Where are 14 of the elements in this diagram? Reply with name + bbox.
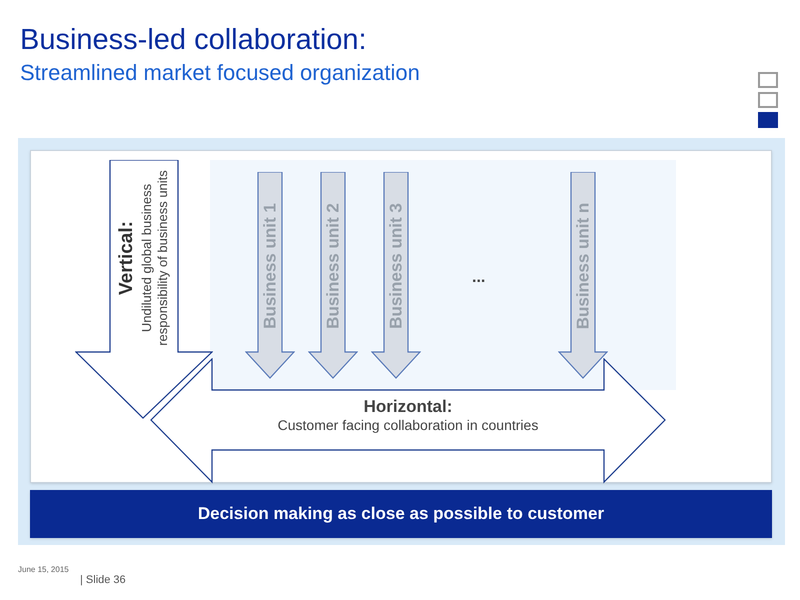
- horizontal-description: Customer facing collaboration in countries: [278, 417, 538, 435]
- unit-label: Business unit n: [574, 202, 592, 330]
- unit-label: Business unit 1: [262, 203, 278, 329]
- horizontal-heading: Horizontal:: [364, 396, 452, 418]
- ellipsis: ...: [472, 268, 486, 288]
- unit-label: Business unit 2: [324, 203, 342, 329]
- date-text: June 15, 2015: [18, 564, 69, 576]
- slide-number: | Slide 36: [80, 573, 126, 588]
- slide-subtitle: Streamlined market focused organization: [20, 62, 420, 84]
- banner-bar: Decision making as close as possible to customer: [30, 490, 772, 538]
- vertical-description: Undiluted global business responsibility of business units: [138, 169, 171, 348]
- slide-title: Business-led collaboration:: [20, 26, 367, 55]
- vertical-heading: Vertical:: [114, 221, 138, 295]
- unit-label: Business unit 3: [388, 203, 404, 329]
